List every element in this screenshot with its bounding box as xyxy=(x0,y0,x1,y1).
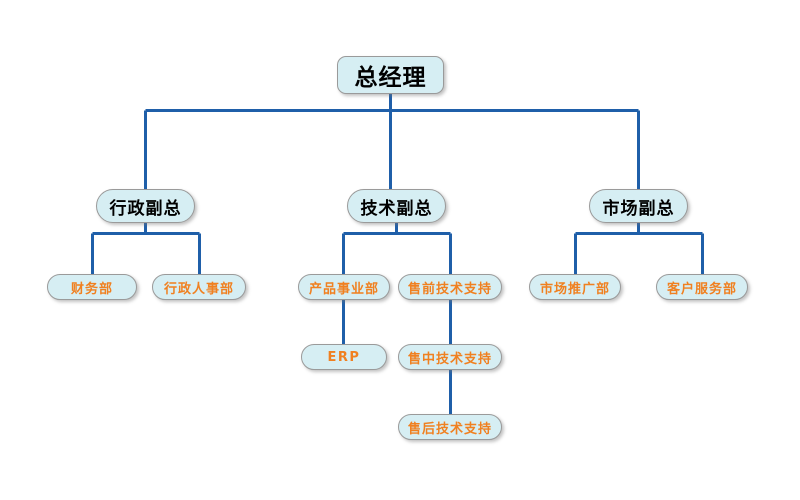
node-general-manager[interactable]: 总经理 xyxy=(337,56,444,94)
node-finance-department[interactable]: 财务部 xyxy=(47,274,137,300)
node-label: 客户服务部 xyxy=(666,281,737,297)
node-label: ERP xyxy=(327,349,361,365)
node-label: 售后技术支持 xyxy=(407,421,492,437)
node-market-vice-president[interactable]: 市场副总 xyxy=(589,189,688,223)
node-marketing-promotion-department[interactable]: 市场推广部 xyxy=(529,274,621,300)
node-aftersale-technical-support[interactable]: 售后技术支持 xyxy=(398,414,502,440)
node-label: 售中技术支持 xyxy=(407,351,492,367)
node-label: 产品事业部 xyxy=(308,281,379,297)
node-label: 市场推广部 xyxy=(539,281,610,297)
node-admin-vice-president[interactable]: 行政副总 xyxy=(96,189,195,223)
node-label: 财务部 xyxy=(70,281,113,297)
node-label: 行政人事部 xyxy=(163,281,234,297)
node-admin-hr-department[interactable]: 行政人事部 xyxy=(152,274,246,300)
node-product-division[interactable]: 产品事业部 xyxy=(298,274,390,300)
node-midsale-technical-support[interactable]: 售中技术支持 xyxy=(398,344,502,370)
node-label: 行政副总 xyxy=(109,198,182,219)
node-presale-technical-support[interactable]: 售前技术支持 xyxy=(398,274,502,300)
node-erp[interactable]: ERP xyxy=(301,344,387,370)
node-label: 总经理 xyxy=(354,65,427,91)
node-customer-service-department[interactable]: 客户服务部 xyxy=(656,274,748,300)
node-label: 市场副总 xyxy=(602,198,675,219)
node-label: 售前技术支持 xyxy=(407,281,492,297)
node-tech-vice-president[interactable]: 技术副总 xyxy=(347,189,446,223)
node-label: 技术副总 xyxy=(360,198,433,219)
